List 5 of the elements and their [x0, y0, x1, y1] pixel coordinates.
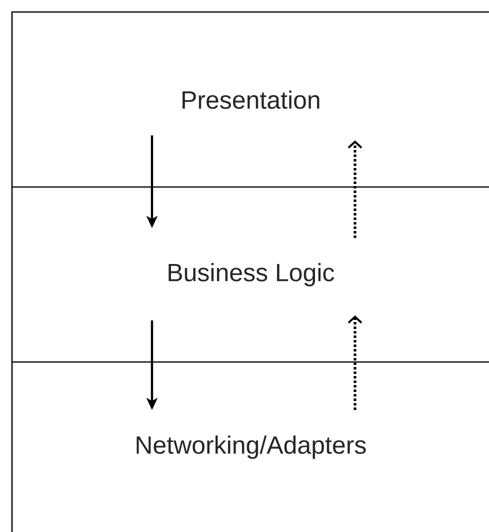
- arrow: [348, 315, 362, 410]
- layer-band: Presentation: [11, 11, 489, 188]
- arrow: [348, 140, 362, 238]
- layer-band: Business Logic: [11, 186, 489, 362]
- layer-band: Networking/Adapters: [11, 361, 489, 532]
